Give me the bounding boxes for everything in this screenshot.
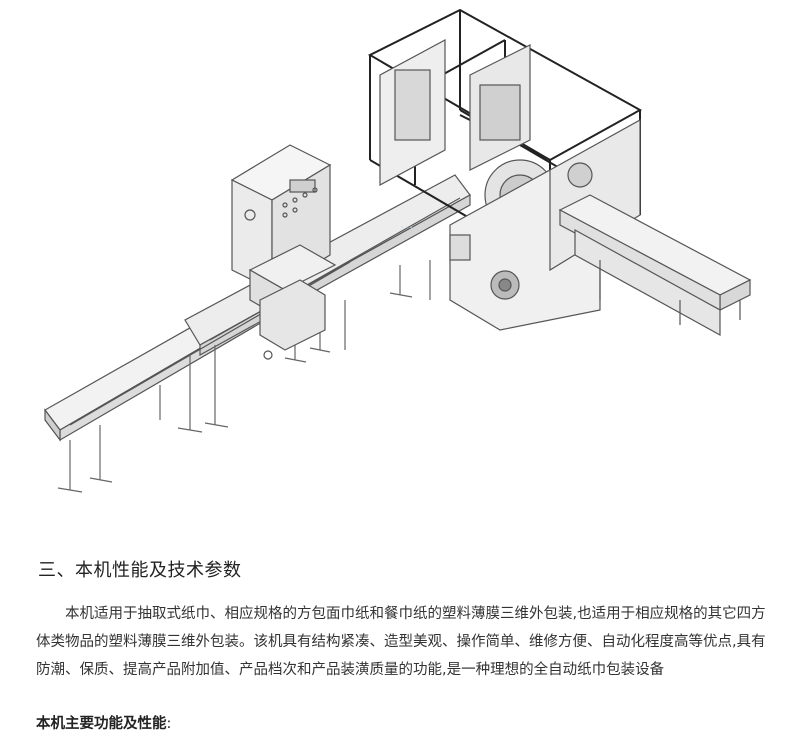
outfeed-conveyor <box>558 194 752 337</box>
section-heading: 三、本机性能及技术参数 <box>38 560 242 581</box>
conveyor-legs <box>57 260 431 493</box>
features-subheading: 本机主要功能及性能: <box>36 712 171 733</box>
features-subheading-text: 本机主要功能及性能 <box>36 716 167 732</box>
internal-mechanism <box>379 38 641 331</box>
features-subheading-colon: : <box>166 716 172 732</box>
machine-illustration: ··· <box>44 8 752 493</box>
feeder-unit <box>248 244 337 360</box>
section-paragraph: 本机适用于抽取式纸巾、相应规格的方包面巾纸和餐巾纸的塑料薄膜三维外包装,也适用于… <box>36 606 766 678</box>
watermark: ··· <box>400 220 413 236</box>
